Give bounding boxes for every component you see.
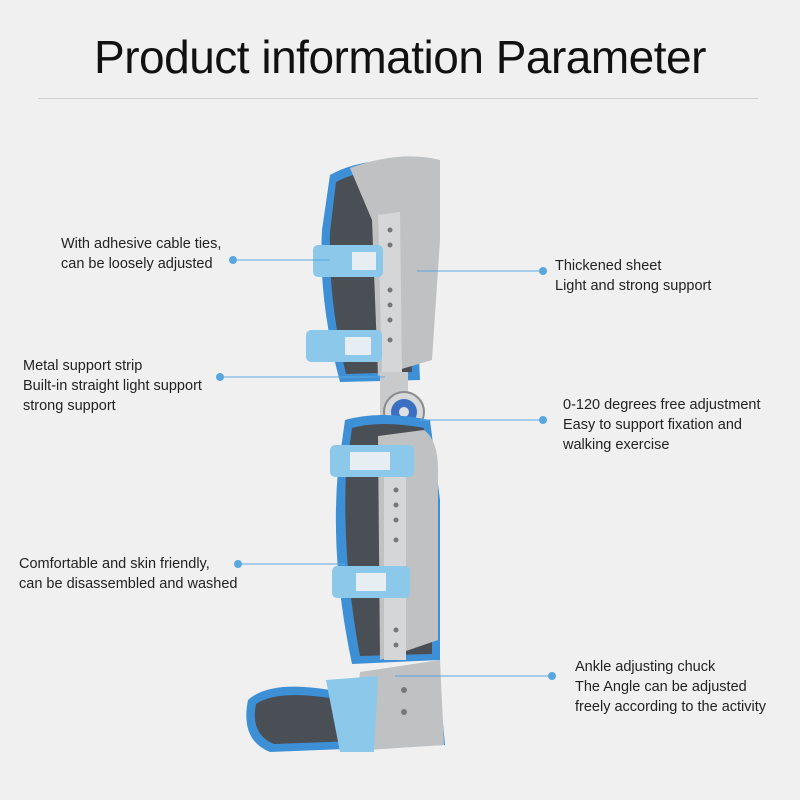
page-title: Product information Parameter [94,31,706,83]
skin-friendly-note: Comfortable and skin friendly, can be di… [19,556,238,592]
support-strip-note: Metal support strip Built-in straight li… [23,358,202,414]
shin-cuff [335,415,440,664]
adjustment-note: 0-120 degrees free adjustment Easy to su… [563,397,761,453]
title-divider [38,98,758,99]
ankle-strap [326,676,378,752]
ankle-chuck-note: Ankle adjusting chuck The Angle can be a… [575,659,767,715]
cable-ties-note: With adhesive cable ties, can be loosely… [61,236,222,272]
thickened-sheet-note: Thickened sheet Light and strong support [555,258,712,294]
